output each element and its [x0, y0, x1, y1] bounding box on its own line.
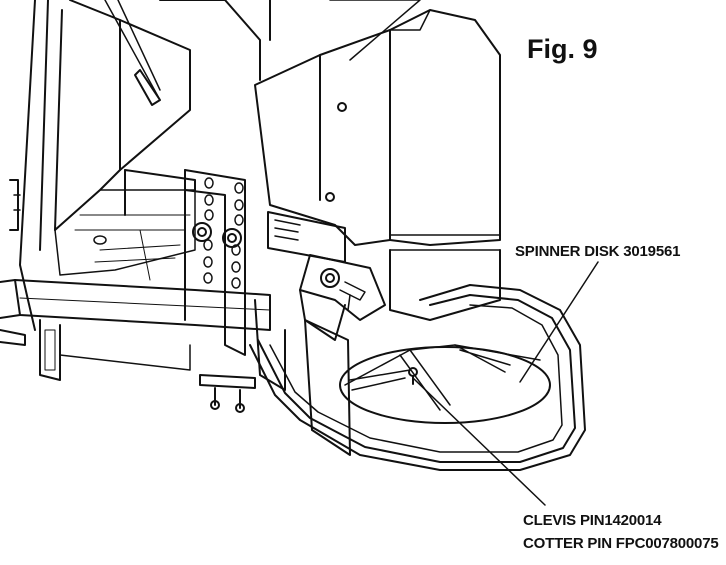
feed-chute [54, 169, 196, 281]
cotter-pin-callout: COTTER PIN FPC007800075 [523, 535, 719, 552]
frame-rails [0, 279, 286, 391]
gearbox-housing [254, 0, 501, 321]
clevis-pin-callout: CLEVIS PIN1420014 [523, 512, 662, 529]
figure-label: Fig. 9 [527, 34, 598, 64]
spinner-disk [339, 344, 551, 424]
decal-plate [267, 211, 346, 263]
spinner-disk-callout: SPINNER DISK 3019561 [515, 243, 681, 260]
deflector-vane [304, 319, 351, 456]
spinner-guard [249, 284, 586, 471]
leader-lines [412, 261, 599, 506]
spinner-mount-bracket [299, 254, 386, 341]
mounting-studs [199, 374, 256, 413]
clevis-pin-leader [412, 377, 546, 506]
spinner-disk-leader [519, 261, 599, 383]
gate-adjust-bracket [184, 169, 246, 356]
hopper-frame [9, 0, 271, 331]
